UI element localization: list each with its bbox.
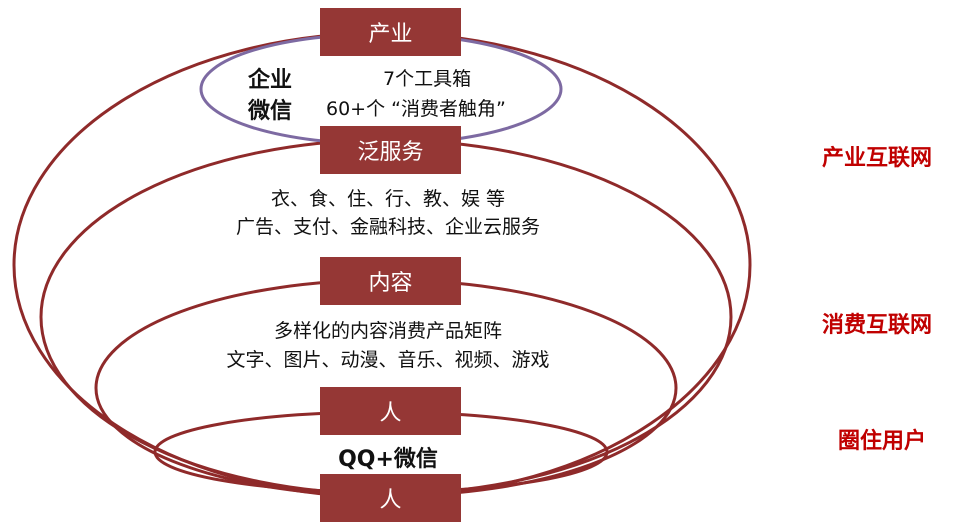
content-label: 内容 (368, 271, 413, 296)
content-desc-line2: 文字、图片、动漫、音乐、视频、游戏 (226, 349, 550, 371)
content-desc-line1: 多样化的内容消费产品矩阵 (273, 320, 502, 342)
industrial-internet-label: 产业互联网 (822, 146, 933, 171)
content-box: 内容 (320, 257, 461, 305)
pan-services-box: 泛服务 (320, 126, 461, 174)
people-top-label: 人 (379, 401, 402, 426)
industry-label: 产业 (368, 22, 413, 47)
wecom-name-line2: 微信 (248, 99, 293, 124)
services-line2: 广告、支付、金融科技、企业云服务 (235, 216, 540, 238)
pan-services-label: 泛服务 (357, 140, 424, 165)
core-qq-wechat: QQ+微信 (338, 447, 438, 472)
industry-box: 产业 (320, 8, 461, 56)
wecom-touchpoints-text: 60+个 “消费者触角” (326, 98, 506, 120)
wecom-toolbox-text: 7个工具箱 (383, 68, 472, 90)
people-bottom-label: 人 (379, 488, 402, 513)
people-bottom-box: 人 (320, 474, 461, 522)
user-circle-label: 圈住用户 (838, 429, 927, 454)
wecom-name-line1: 企业 (248, 68, 293, 93)
services-line1: 衣、食、住、行、教、娱 等 (270, 188, 506, 210)
consumer-internet-label: 消费互联网 (822, 313, 933, 338)
people-top-box: 人 (320, 387, 461, 435)
